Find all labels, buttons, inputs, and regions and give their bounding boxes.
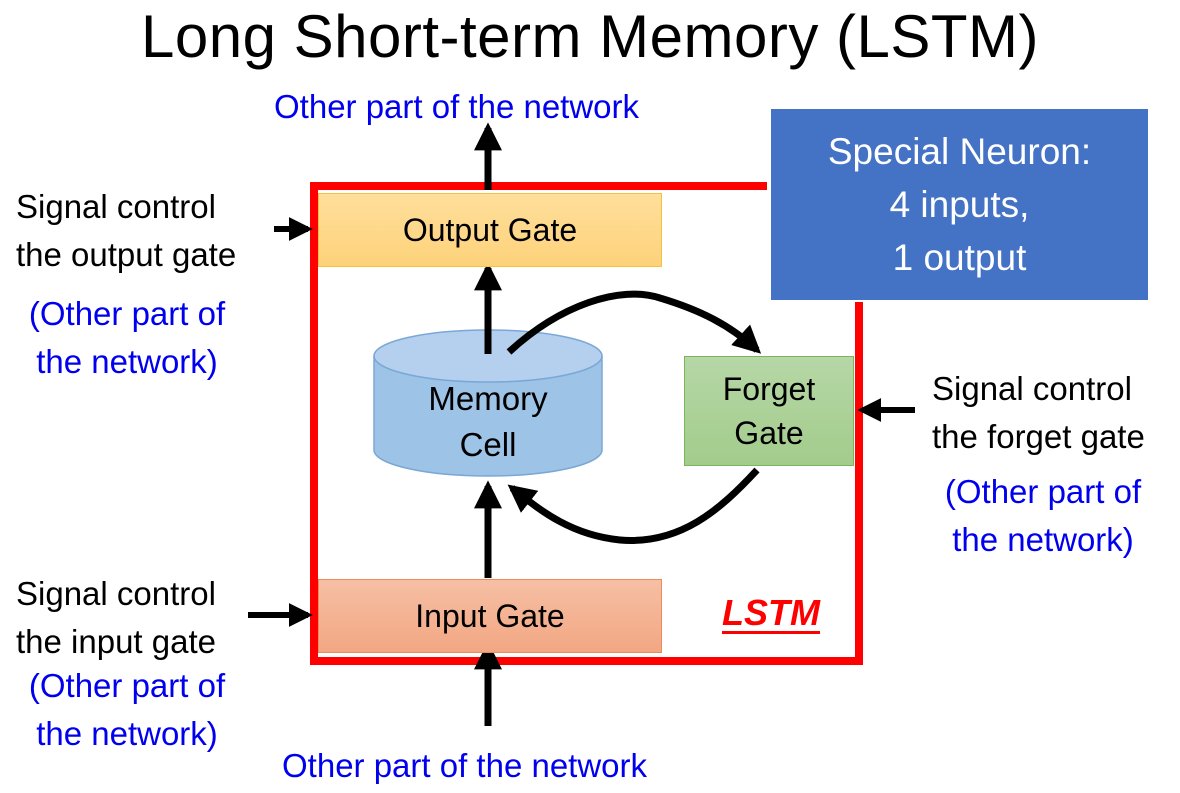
output-signal-line2: the output gate bbox=[16, 236, 237, 273]
input-gate: Input Gate bbox=[318, 579, 662, 653]
input-signal-label: Signal control the input gate bbox=[16, 570, 216, 666]
output-signal-note2: the network) bbox=[36, 343, 218, 380]
input-signal-note1: (Other part of bbox=[28, 667, 226, 704]
input-signal-line2: the input gate bbox=[16, 623, 216, 660]
forget-signal-note2: the network) bbox=[952, 521, 1134, 558]
output-gate: Output Gate bbox=[318, 193, 662, 267]
memory-cell-line1: Memory bbox=[428, 380, 548, 417]
output-signal-note1: (Other part of bbox=[28, 295, 226, 332]
memory-cell-line2: Cell bbox=[459, 426, 517, 463]
output-signal-line1: Signal control bbox=[16, 188, 216, 225]
forget-signal-line1: Signal control bbox=[932, 370, 1132, 407]
forget-gate-line2: Gate bbox=[734, 415, 804, 451]
forget-gate: Forget Gate bbox=[684, 356, 854, 466]
special-neuron-line2: 4 inputs, bbox=[889, 184, 1030, 225]
cell-to-forget-arrow bbox=[506, 290, 762, 355]
forget-to-cell-arrow bbox=[507, 467, 760, 544]
network-input-label: Other part of the network bbox=[282, 747, 648, 784]
output-signal-label: Signal control the output gate bbox=[16, 183, 236, 279]
forget-signal-label: Signal control the forget gate bbox=[932, 365, 1145, 461]
output-signal-note: (Other part of the network) bbox=[12, 290, 242, 386]
input-signal-line1: Signal control bbox=[16, 575, 216, 612]
input-signal-note2: the network) bbox=[36, 715, 218, 752]
lstm-tag: LSTM bbox=[722, 592, 820, 633]
network-output-label: Other part of the network bbox=[274, 88, 640, 125]
special-neuron-box: Special Neuron: 4 inputs, 1 output bbox=[771, 109, 1148, 300]
forget-gate-line1: Forget bbox=[722, 371, 816, 407]
memory-cell-label: Memory Cell bbox=[374, 376, 602, 468]
special-neuron-line3: 1 output bbox=[892, 237, 1027, 278]
forget-signal-note1: (Other part of bbox=[944, 473, 1142, 510]
forget-signal-line2: the forget gate bbox=[932, 418, 1145, 455]
forget-signal-note: (Other part of the network) bbox=[928, 468, 1158, 564]
page-title: Long Short-term Memory (LSTM) bbox=[140, 3, 1040, 70]
special-neuron-line1: Special Neuron: bbox=[827, 131, 1092, 172]
lstm-border bbox=[310, 182, 863, 665]
input-signal-note: (Other part of the network) bbox=[12, 662, 242, 758]
memory-cell-cylinder bbox=[373, 329, 603, 477]
